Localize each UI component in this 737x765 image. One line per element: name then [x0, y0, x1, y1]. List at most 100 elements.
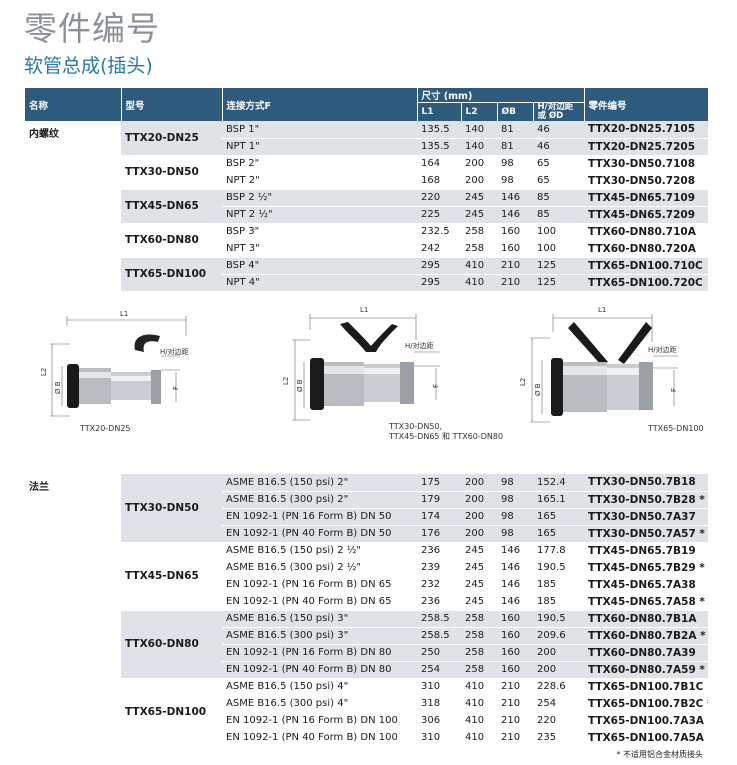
conn-cell: EN 1092-1 (PN 40 Form B) DN 50	[222, 525, 417, 543]
hd-cell: 65	[533, 172, 585, 190]
l1-cell: 254	[417, 661, 461, 679]
part-cell: TTX65-DN100.720C	[584, 274, 709, 292]
col-header-ob: ØB	[497, 102, 534, 121]
conn-cell: ASME B16.5 (150 psi) 3"	[222, 610, 417, 628]
part-cell: TTX45-DN65.7209	[584, 206, 709, 224]
col-header-hd: H/对边距或 ØD	[533, 102, 585, 121]
conn-cell: ASME B16.5 (300 psi) 2 ½"	[222, 559, 417, 577]
dim-l2-label: L2	[40, 368, 48, 376]
part-cell: TTX30-DN50.7208	[584, 172, 709, 190]
model-cell: TTX45-DN65	[121, 542, 222, 611]
l1-cell: 174	[417, 508, 461, 526]
l1-cell: 295	[417, 274, 461, 292]
dim-ob-label: Ø B	[54, 381, 62, 394]
ob-cell: 160	[497, 610, 533, 628]
part-cell: TTX30-DN50.7108	[584, 155, 709, 173]
hd-cell: 100	[533, 240, 585, 258]
ob-cell: 210	[497, 678, 533, 696]
ob-cell: 210	[497, 712, 533, 730]
conn-cell: EN 1092-1 (PN 16 Form B) DN 80	[222, 644, 417, 662]
l1-cell: 310	[417, 729, 461, 747]
model-cell: TTX30-DN50	[121, 474, 222, 543]
l2-cell: 245	[461, 559, 497, 577]
hd-cell: 200	[533, 661, 584, 679]
ob-cell: 160	[497, 240, 533, 258]
dim-hd-label: H/对边距	[160, 347, 189, 356]
conn-cell: EN 1092-1 (PN 16 Form B) DN 100	[222, 712, 417, 730]
conn-cell: ASME B16.5 (300 psi) 2"	[222, 491, 417, 509]
l1-cell: 225	[417, 206, 461, 224]
conn-cell: ASME B16.5 (300 psi) 3"	[222, 627, 417, 645]
ob-cell: 98	[497, 172, 533, 190]
conn-cell: BSP 1"	[222, 121, 417, 139]
part-cell: TTX60-DN80.710A	[584, 223, 709, 241]
l1-cell: 239	[417, 559, 461, 577]
l2-cell: 410	[461, 712, 497, 730]
conn-cell: NPT 4"	[222, 274, 417, 292]
part-cell: TTX45-DN65.7B19	[584, 542, 708, 560]
l2-cell: 200	[461, 172, 497, 190]
l1-cell: 179	[417, 491, 461, 509]
l1-cell: 310	[417, 678, 461, 696]
caption-ttx65: TTX65-DN100	[648, 424, 704, 433]
hd-cell: 165	[533, 508, 584, 526]
ob-cell: 210	[497, 274, 533, 292]
l2-cell: 245	[461, 189, 497, 207]
l1-cell: 176	[417, 525, 461, 543]
l2-cell: 200	[461, 491, 497, 509]
hd-cell: 46	[533, 138, 585, 156]
ob-cell: 146	[497, 576, 533, 594]
conn-cell: EN 1092-1 (PN 40 Form B) DN 65	[222, 593, 417, 611]
ob-cell: 81	[497, 121, 533, 139]
model-cell: TTX20-DN25	[121, 121, 222, 156]
part-cell: TTX60-DN80.720A	[584, 240, 709, 258]
l2-cell: 245	[461, 576, 497, 594]
hd-cell: 190.5	[533, 610, 584, 628]
conn-cell: EN 1092-1 (PN 16 Form B) DN 65	[222, 576, 417, 594]
ob-cell: 98	[497, 525, 533, 543]
ob-cell: 98	[497, 474, 533, 492]
col-header-l2: L2	[461, 102, 498, 121]
ob-cell: 160	[497, 223, 533, 241]
dim-ob-label: Ø B	[534, 383, 542, 396]
part-cell: TTX65-DN100.710C	[584, 257, 709, 275]
conn-cell: EN 1092-1 (PN 40 Form B) DN 100	[222, 729, 417, 747]
conn-cell: ASME B16.5 (150 psi) 4"	[222, 678, 417, 696]
l1-cell: 236	[417, 593, 461, 611]
ob-cell: 98	[497, 508, 533, 526]
conn-cell: NPT 1"	[222, 138, 417, 156]
part-cell: TTX65-DN100.7A3A	[584, 712, 708, 730]
col-header-l1: L1	[417, 102, 462, 121]
part-cell: TTX30-DN50.7B18	[584, 474, 708, 492]
col-header-part: 零件编号	[584, 88, 709, 121]
l1-cell: 236	[417, 542, 461, 560]
hd-cell: 125	[533, 257, 585, 275]
part-cell: TTX45-DN65.7A58 *	[584, 593, 708, 611]
l1-cell: 295	[417, 257, 461, 275]
l2-cell: 258	[461, 610, 497, 628]
l1-cell: 318	[417, 695, 461, 713]
l2-cell: 410	[461, 274, 497, 292]
conn-cell: BSP 2 ½"	[222, 189, 417, 207]
hd-cell: 228.6	[533, 678, 584, 696]
thread-table: 名称 型号 连接方式F 尺寸 (mm) 零件编号 L1 L2 ØB H/对边距或…	[25, 88, 709, 292]
dim-ob-label: Ø B	[296, 379, 304, 392]
ob-cell: 146	[497, 206, 533, 224]
part-cell: TTX60-DN80.7B1A	[584, 610, 708, 628]
l2-cell: 140	[461, 138, 497, 156]
ob-cell: 146	[497, 189, 533, 207]
part-cell: TTX45-DN65.7109	[584, 189, 709, 207]
